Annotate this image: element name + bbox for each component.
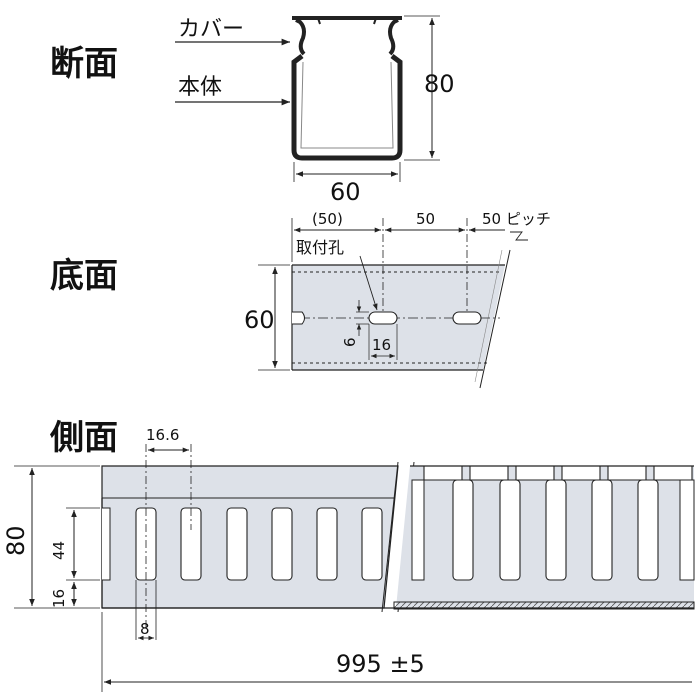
right-slots — [411, 479, 695, 581]
hole-label: 取付孔 — [296, 238, 344, 257]
bottom-plate — [292, 265, 505, 370]
side-slot — [591, 479, 613, 581]
side-slot — [545, 479, 567, 581]
cross-height-dim: 80 — [424, 70, 455, 98]
side-height-dim: 80 — [2, 525, 30, 556]
slot-length-side-dim: 44 — [50, 541, 68, 560]
bottom-dim-second: 50 — [416, 210, 435, 228]
mount-slot — [368, 311, 398, 325]
cross-section-view: カバー 本体 80 60 — [175, 15, 455, 206]
bottom-dim-first: (50) — [312, 210, 343, 228]
right-fingers — [423, 466, 693, 481]
left-slots — [135, 507, 383, 581]
side-slot — [452, 479, 474, 581]
base-height-dim: 16 — [50, 589, 68, 608]
side-slot — [271, 507, 293, 581]
slot-length-dim: 16 — [372, 336, 391, 354]
section-title-bottom: 底面 — [50, 256, 118, 296]
side-slot — [180, 507, 202, 581]
hatched-base — [393, 601, 695, 610]
duct-body-profile — [291, 54, 403, 161]
mount-slot — [452, 311, 482, 325]
slot-pitch-dim: 16.6 — [146, 426, 179, 444]
cross-width-dim: 60 — [330, 178, 361, 206]
body-label: 本体 — [178, 75, 222, 100]
side-slot — [679, 479, 695, 581]
side-slot — [316, 507, 338, 581]
slot-height-dim: 6 — [341, 337, 359, 347]
side-slot — [361, 507, 383, 581]
side-slot — [226, 507, 248, 581]
bottom-width-dim: 60 — [244, 306, 275, 334]
side-view: 16.6 80 44 16 8 995 ±5 — [2, 426, 695, 692]
side-slot — [499, 479, 521, 581]
side-slot — [637, 479, 659, 581]
side-slot — [411, 479, 425, 581]
section-title-cross: 断面 — [50, 44, 118, 84]
slot-width-dim: 8 — [140, 620, 150, 638]
section-title-side: 側面 — [50, 418, 118, 458]
duct-cover-profile — [292, 16, 402, 56]
bottom-view: (50) 50 50 ピッチ 取付孔 60 6 16 — [244, 210, 551, 389]
cover-label: カバー — [178, 17, 244, 42]
bottom-pitch: 50 ピッチ — [482, 210, 551, 228]
overall-length-dim: 995 ±5 — [336, 650, 425, 678]
